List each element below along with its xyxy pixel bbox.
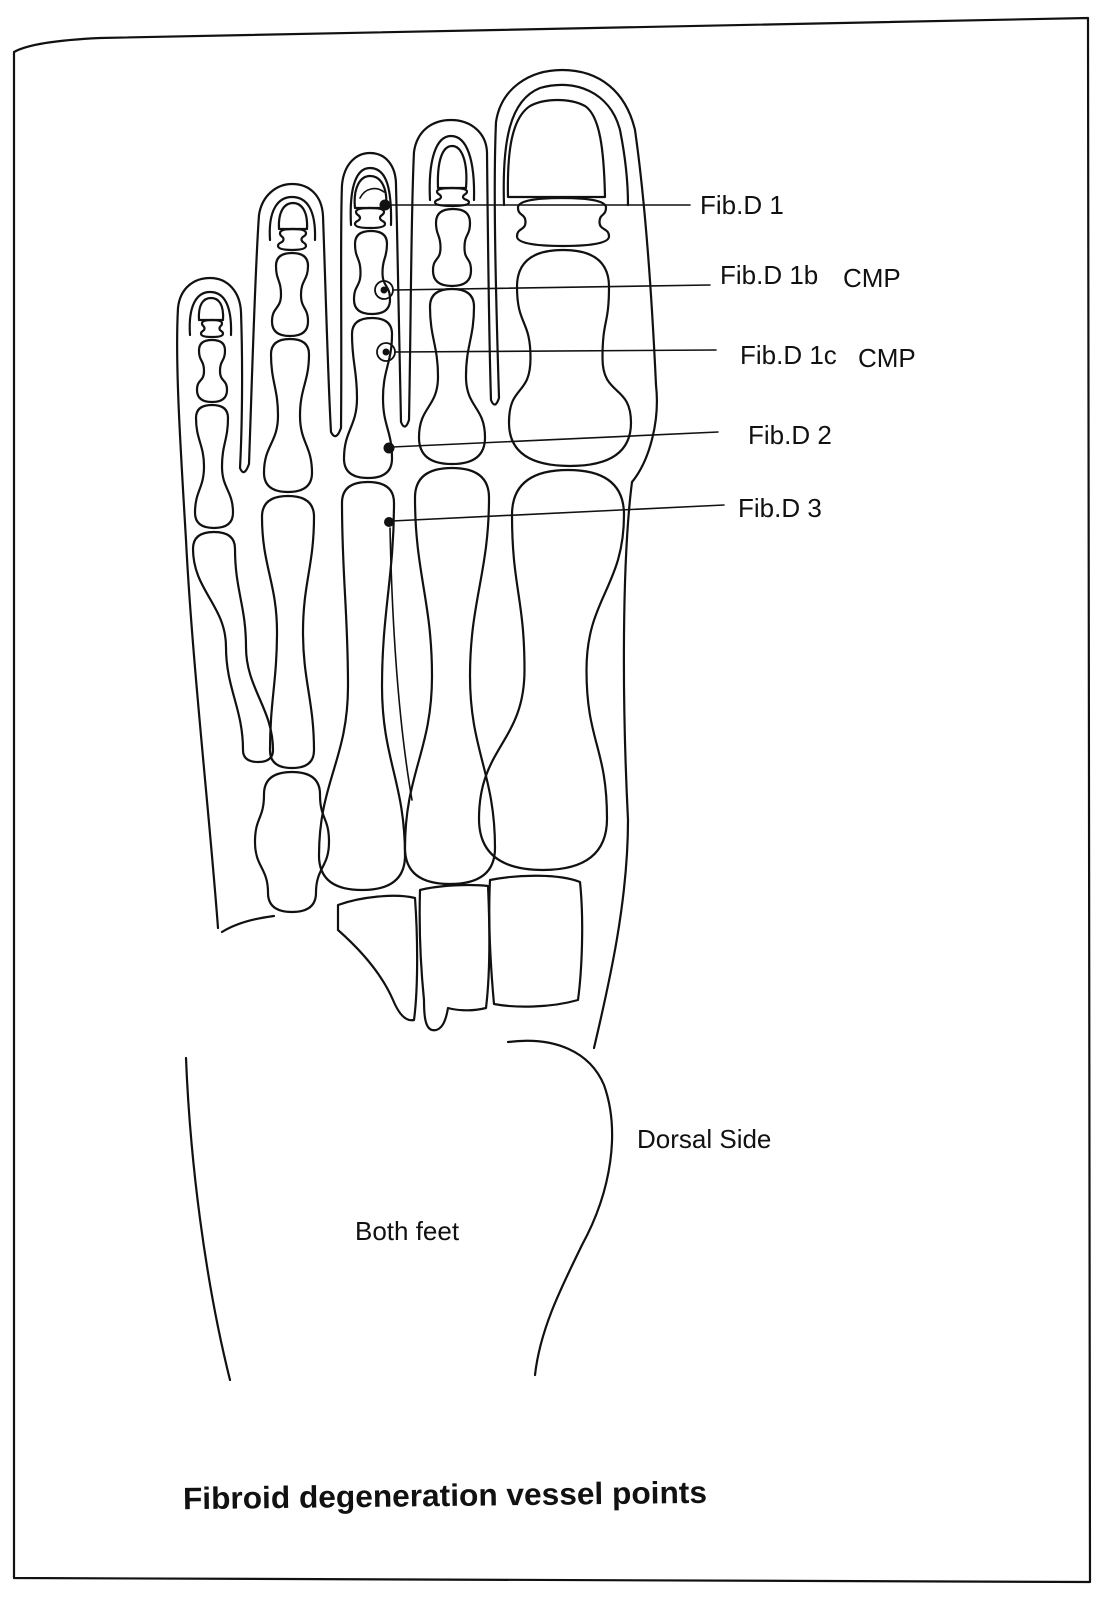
- toe-2-nail: [436, 144, 468, 190]
- note-fib-d-1c: CMP: [858, 343, 916, 373]
- foot-outline: [176, 68, 658, 1382]
- middle-phalanx-5: [195, 338, 229, 404]
- proximal-phalanx-1: [507, 248, 633, 468]
- metatarsal-4-base: [253, 770, 331, 914]
- ankle-curve: [506, 1039, 614, 1377]
- leader-lines: [384, 204, 725, 522]
- middle-phalanx-3: [352, 229, 392, 316]
- leader-line-fib-d-2: [391, 431, 719, 448]
- metatarsal-4: [260, 494, 316, 770]
- intermetatarsal-line: [389, 527, 413, 801]
- medial-cuneiform: [488, 874, 584, 1008]
- toe-nails: [197, 98, 607, 322]
- middle-phalanx-2: [431, 207, 473, 288]
- toe-1-nail: [506, 98, 607, 199]
- marker-fib-d-3: [384, 517, 394, 527]
- label-fib-d-1b: Fib.D 1b: [720, 260, 818, 290]
- proximal-phalanx-5: [193, 403, 235, 530]
- toe-5-inner-contour: [188, 290, 233, 337]
- distal-phalanx-5: [199, 318, 225, 339]
- proximal-phalanx-3: [342, 316, 394, 480]
- marker-fib-d-1b: [380, 286, 388, 294]
- note-fib-d-1b: CMP: [843, 263, 901, 293]
- toe-2-inner-contour: [428, 134, 476, 202]
- distal-phalanx-3: [353, 206, 387, 230]
- toe-4-nail: [277, 201, 309, 231]
- distal-phalanx-4: [276, 227, 308, 252]
- vessel-point-markers: [374, 199, 396, 527]
- cuboid-edge: [220, 914, 276, 934]
- leader-line-fib-d-1b: [392, 284, 711, 291]
- label-fib-d-2: Fib.D 2: [748, 420, 832, 450]
- middle-phalanx-4: [270, 251, 310, 338]
- toe-5-nail: [197, 296, 225, 322]
- label-fib-d-1c: Fib.D 1c: [740, 340, 837, 370]
- toe-inner-contours: [188, 83, 630, 337]
- bones: [191, 186, 633, 914]
- foot-label: Both feet: [355, 1216, 460, 1246]
- tarsal-bones: [220, 527, 584, 1032]
- metatarsal-5: [191, 530, 275, 764]
- figure-caption: Fibroid degeneration vessel points: [183, 1475, 707, 1516]
- toe-3-nail-line: [359, 187, 385, 199]
- metatarsal-1: [477, 468, 626, 872]
- metatarsal-3: [317, 480, 407, 892]
- intermediate-cuneiform: [418, 883, 491, 1032]
- side-label: Dorsal Side: [637, 1124, 771, 1154]
- leg-left-edge: [184, 1056, 232, 1382]
- point-labels: Fib.D 1 Fib.D 1b CMP Fib.D 1c CMP Fib.D …: [700, 190, 916, 523]
- page-frame: [12, 16, 1092, 1584]
- proximal-phalanx-2: [417, 287, 487, 466]
- toes-skin-outline: [176, 68, 658, 1050]
- leader-line-fib-d-1c: [394, 349, 717, 353]
- toe-4-inner-contour: [268, 195, 317, 242]
- metatarsal-2: [403, 466, 497, 886]
- lateral-cuneiform: [336, 894, 419, 1022]
- label-fib-d-1: Fib.D 1: [700, 190, 784, 220]
- toe-3-inner-contour: [349, 166, 393, 227]
- distal-phalanx-2: [433, 186, 471, 208]
- proximal-phalanx-4: [262, 337, 314, 494]
- marker-fib-d-2: [383, 442, 395, 454]
- toe-3-nail: [353, 174, 388, 210]
- label-fib-d-3: Fib.D 3: [738, 493, 822, 523]
- distal-phalanx-1: [515, 196, 611, 248]
- marker-fib-d-1c: [382, 348, 390, 356]
- leader-line-fib-d-3: [391, 504, 725, 522]
- toe-1-inner-contour: [502, 83, 630, 207]
